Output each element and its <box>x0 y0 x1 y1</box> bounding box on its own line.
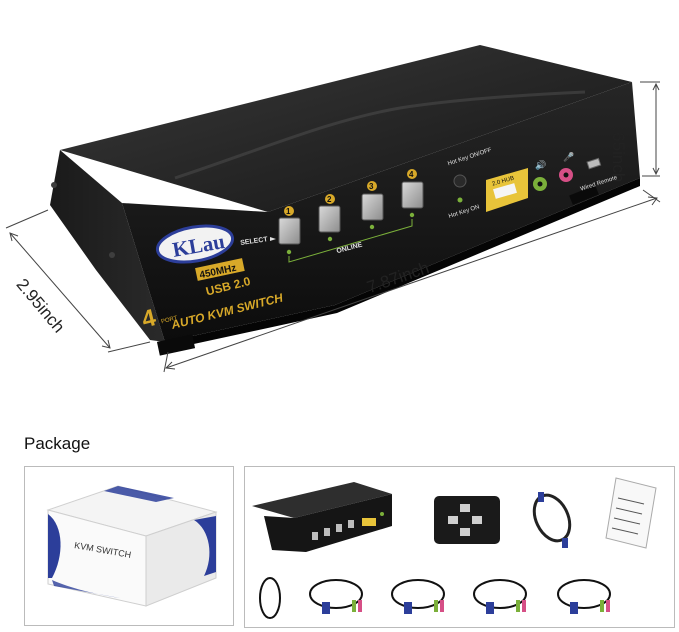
hotkey-led <box>457 197 463 203</box>
device-top <box>60 45 632 212</box>
brand-logo <box>155 224 235 264</box>
device-foot <box>569 185 599 205</box>
hotkey-button[interactable] <box>453 174 467 188</box>
height-dimension: 1.65inch <box>609 118 628 183</box>
port-number: 2 <box>327 195 332 204</box>
port-2-button[interactable] <box>318 205 341 233</box>
port-4-button[interactable] <box>401 181 424 209</box>
device-top-ridge <box>174 90 586 180</box>
package-title: Package <box>24 434 91 453</box>
device-foot <box>156 334 196 356</box>
screw-icon <box>109 252 115 258</box>
port-number: 3 <box>369 182 374 191</box>
kvm-switch-product-image: KLau 450MHz USB 2.0 4 PORT AUTO KVM SWIT… <box>5 45 661 373</box>
online-leds <box>286 212 415 263</box>
package-contents-image <box>252 477 657 619</box>
speaker-icon: 🔊 <box>535 159 546 171</box>
port-1-button[interactable] <box>278 217 301 245</box>
port-number: 4 <box>409 170 414 179</box>
screw-icon <box>51 182 57 188</box>
select-label: SELECT <box>240 236 269 247</box>
mic-icon: 🎤 <box>563 151 574 162</box>
device-left-side <box>50 150 165 342</box>
port-buttons <box>278 181 424 245</box>
port-number: 1 <box>286 207 291 216</box>
model-prefix-small: PORT <box>161 315 179 325</box>
wired-remote-port <box>586 157 602 170</box>
port-3-button[interactable] <box>361 193 384 221</box>
retail-box-image <box>46 485 218 607</box>
